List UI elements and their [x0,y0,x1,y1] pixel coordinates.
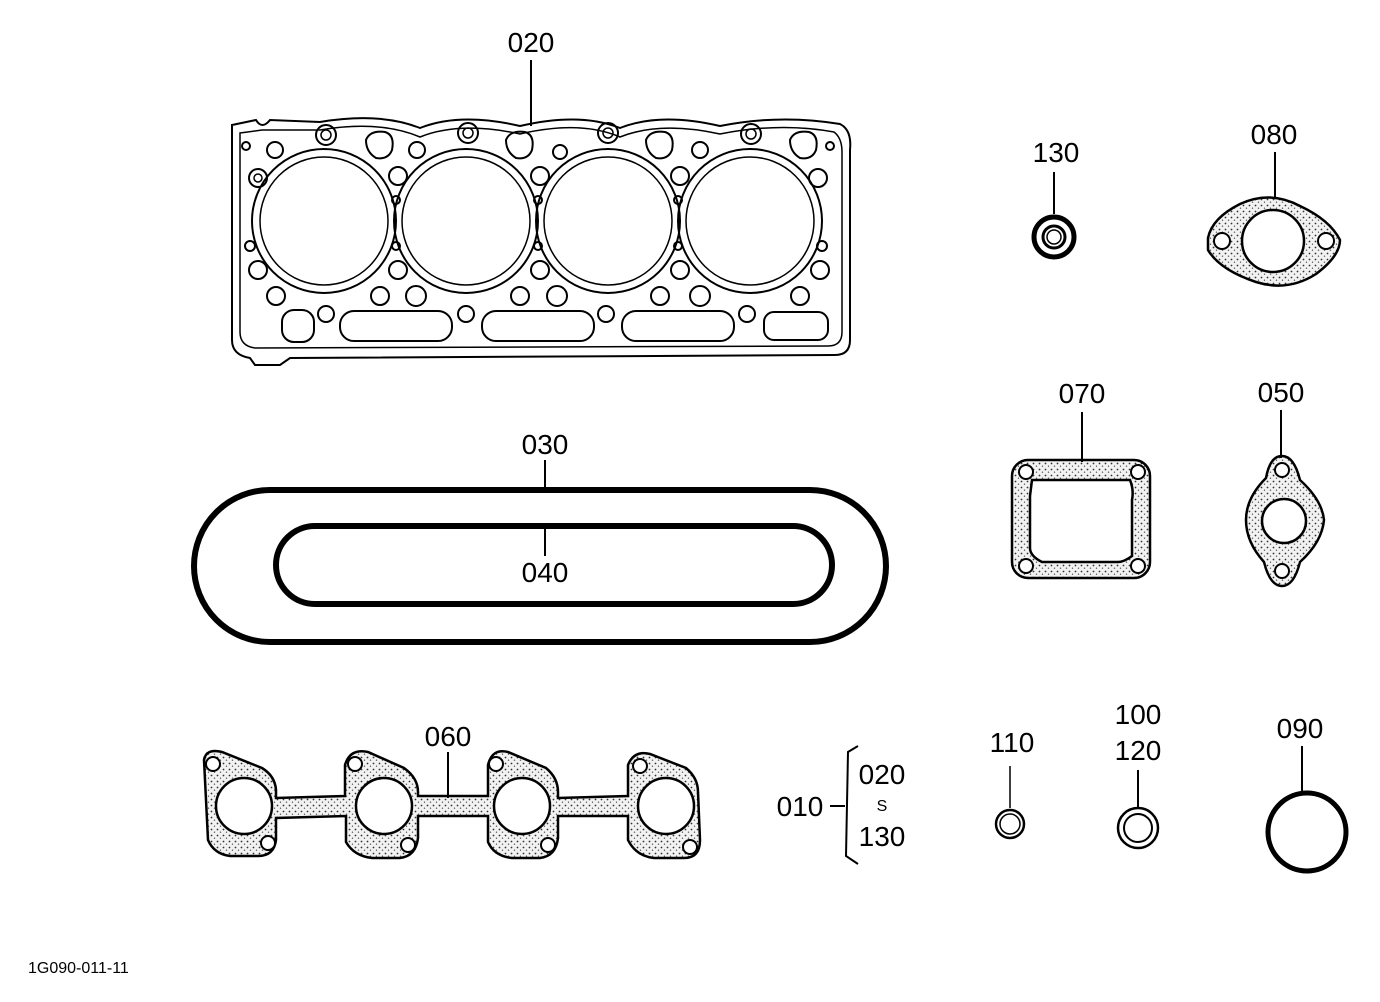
oil-seal-130 [1031,214,1077,260]
inner-ring-gasket-040 [273,523,835,607]
head-gasket-water-slots [281,305,829,343]
label-080: 080 [1251,119,1298,150]
manifold-gasket-060 [202,749,702,860]
label-130: 130 [1033,137,1080,168]
outer-ring-gasket-030 [191,487,889,645]
label-range-to: 130 [859,821,906,852]
label-range-from: 020 [859,759,906,790]
label-120: 120 [1115,735,1162,766]
label-070: 070 [1059,378,1106,409]
small-ring-110 [994,808,1026,840]
kit-set-bracket-010: 010 020 S 130 [777,745,906,865]
flange-gasket-050 [1244,454,1326,588]
label-030: 030 [522,429,569,460]
manifold-port-3 [488,756,556,853]
label-060: 060 [425,721,472,752]
label-020: 020 [508,27,555,58]
cylinder-bore-ring-3 [535,148,681,294]
head-gasket-holes [241,122,835,307]
washer-100-120 [1116,806,1160,850]
manifold-port-1 [205,756,276,851]
manifold-port-2 [347,756,416,853]
cylinder-bore-ring-1 [251,148,397,294]
cylinder-bore-ring-4 [677,148,823,294]
o-ring-090 [1265,790,1349,874]
label-010: 010 [777,791,824,822]
manifold-port-4 [632,758,698,855]
label-040: 040 [522,557,569,588]
label-110: 110 [990,727,1035,758]
label-range-separator: S [877,798,888,815]
square-gasket-070 [1010,458,1152,580]
flange-gasket-080 [1206,196,1342,287]
cylinder-bore-ring-2 [393,148,539,294]
cylinder-head-gasket-020 [231,117,852,366]
label-050: 050 [1258,377,1305,408]
label-100: 100 [1115,699,1162,730]
drawing-code: 1G090-011-11 [28,960,129,977]
label-090: 090 [1277,713,1324,744]
